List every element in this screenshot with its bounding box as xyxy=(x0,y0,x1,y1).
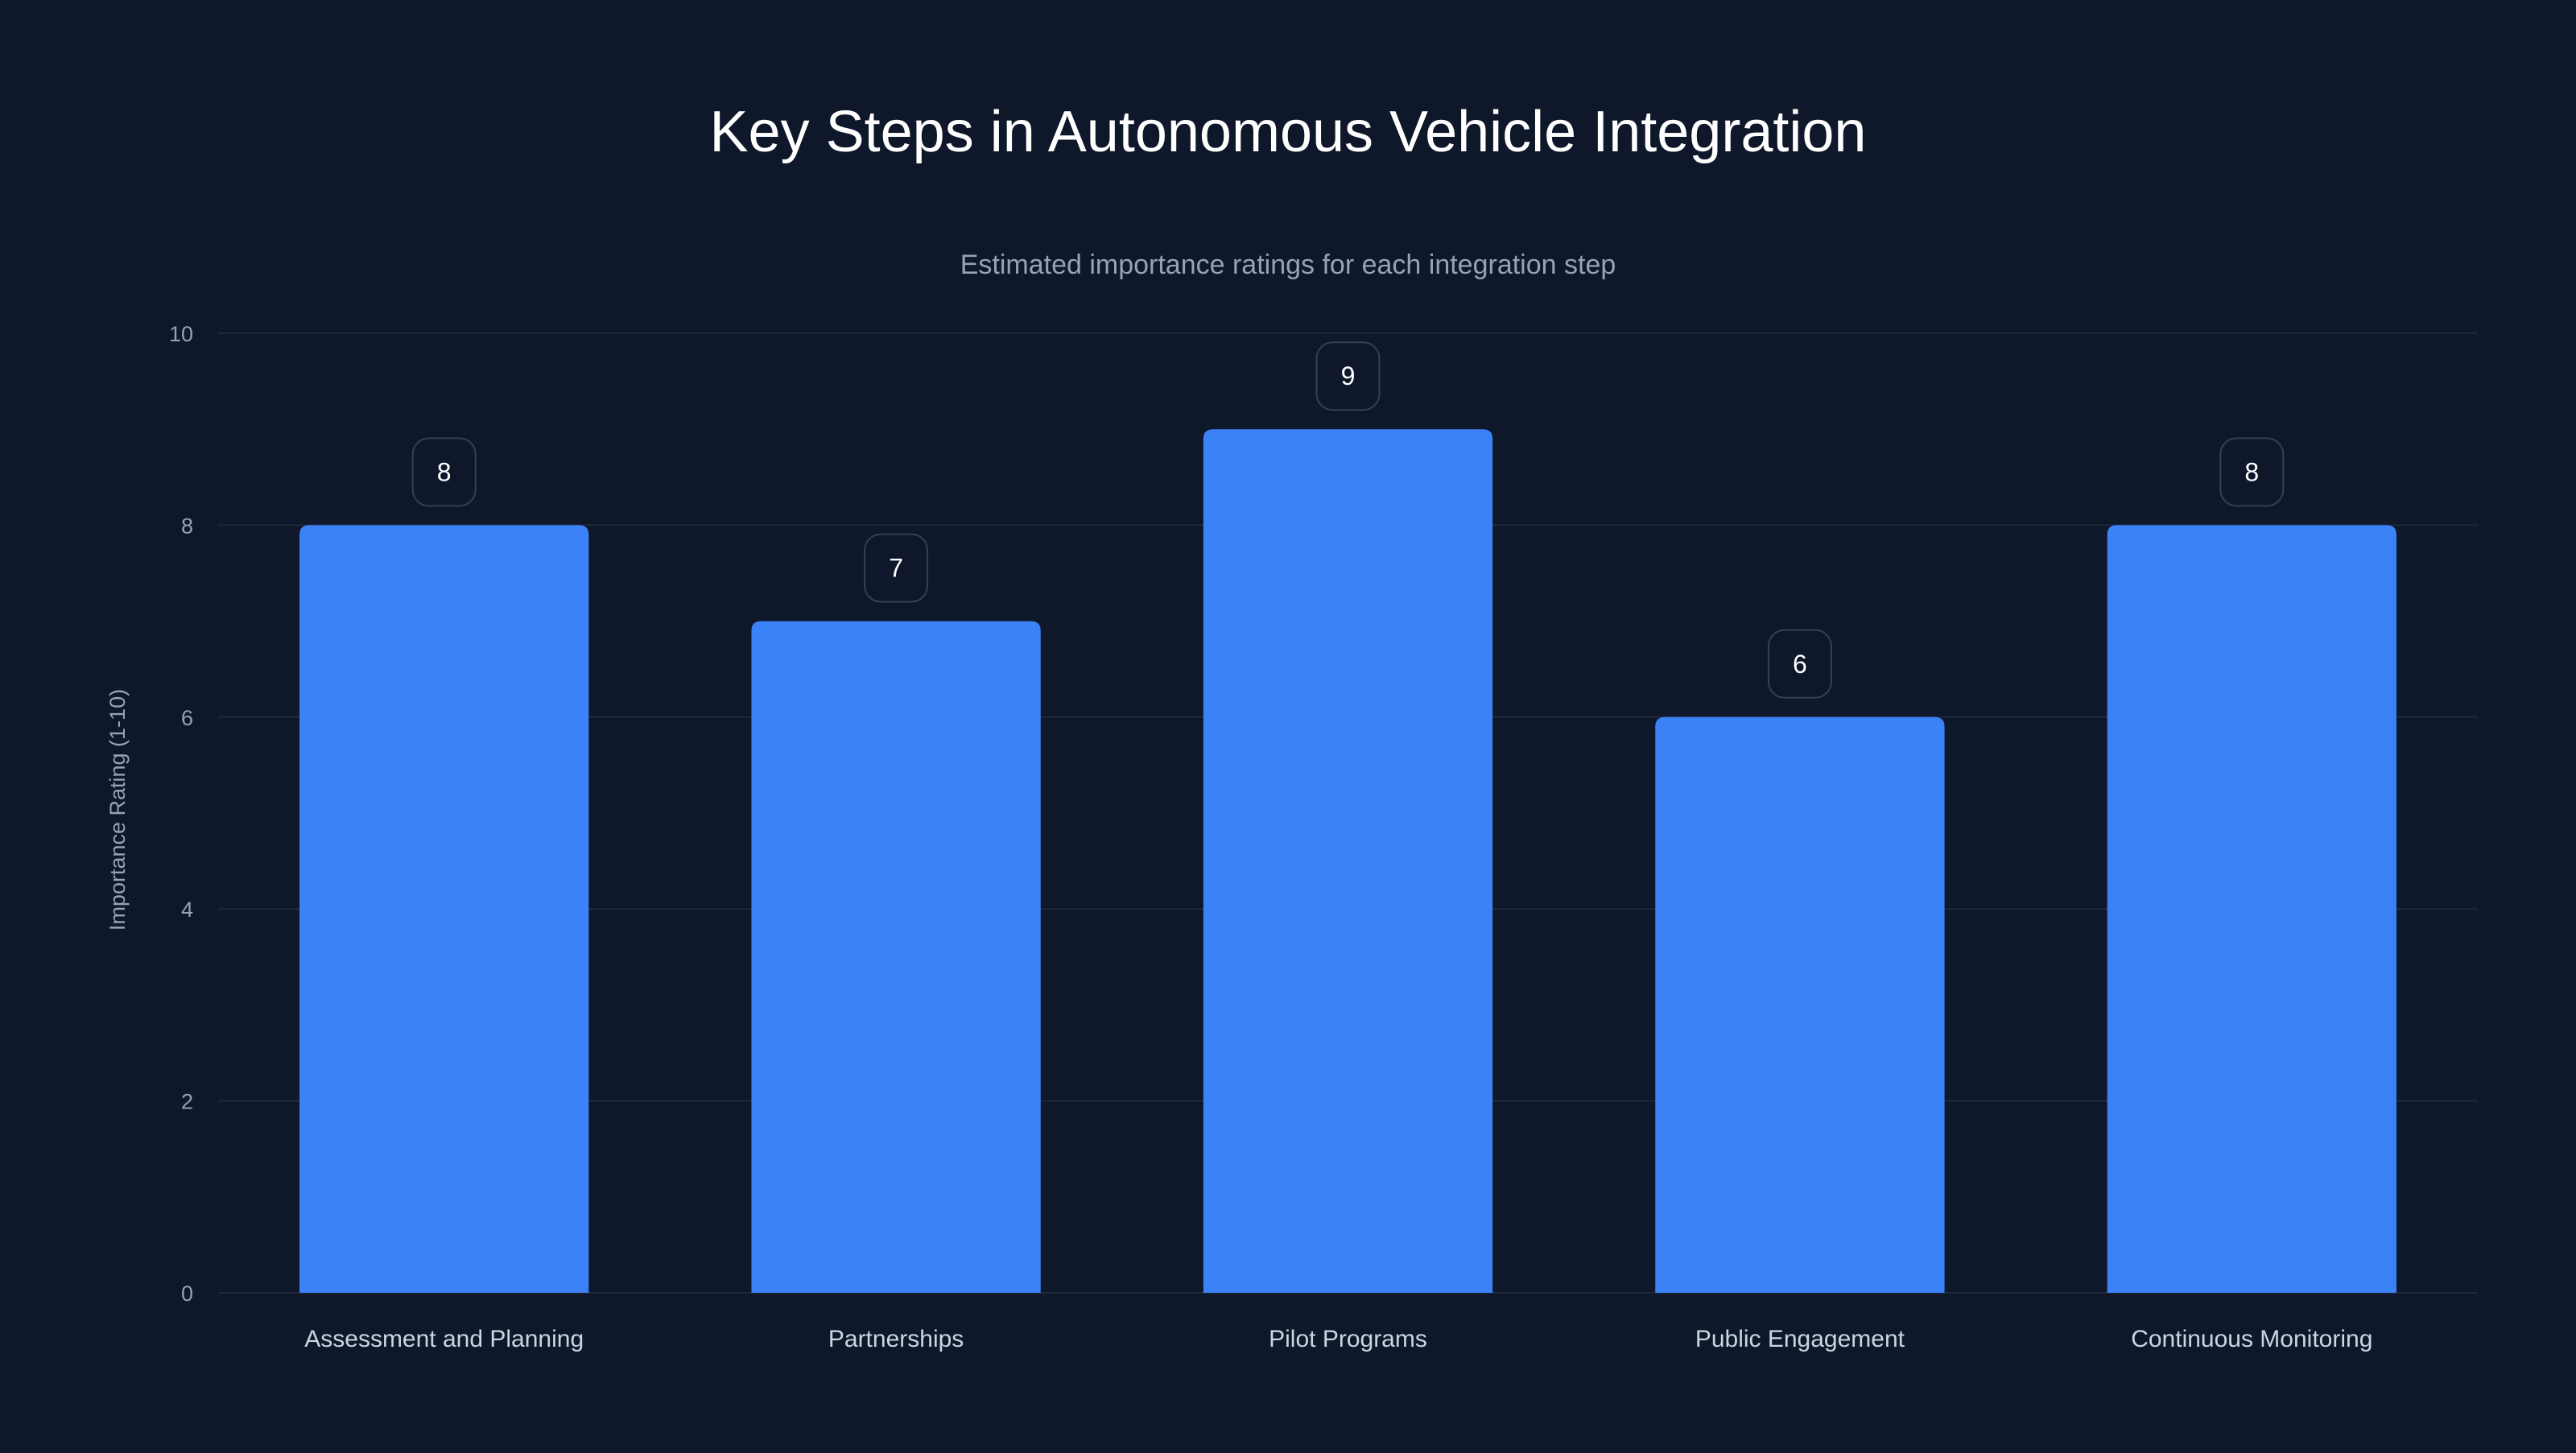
x-tick-label: Public Engagement xyxy=(1695,1326,1905,1352)
bar[interactable] xyxy=(299,525,589,1293)
y-tick-label: 10 xyxy=(169,322,193,346)
data-label: 7 xyxy=(889,554,903,583)
bar[interactable] xyxy=(2107,525,2396,1293)
y-tick-label: 4 xyxy=(181,898,193,922)
data-label-box xyxy=(864,533,929,603)
x-tick-label: Pilot Programs xyxy=(1269,1326,1427,1352)
x-tick-label: Partnerships xyxy=(828,1326,964,1352)
bar[interactable] xyxy=(1203,429,1493,1294)
data-label-box xyxy=(411,437,477,507)
data-label-box xyxy=(1315,341,1381,411)
bar[interactable] xyxy=(1655,716,1945,1293)
y-tick-label: 8 xyxy=(181,514,193,538)
y-tick-label: 6 xyxy=(181,706,193,730)
chart-subtitle: Estimated importance ratings for each in… xyxy=(960,250,1616,280)
data-label: 8 xyxy=(2244,457,2259,486)
data-label-box xyxy=(1767,629,1832,699)
y-axis-label: Importance Rating (1-10) xyxy=(105,689,130,931)
bar[interactable] xyxy=(751,621,1041,1293)
y-tick-label: 2 xyxy=(181,1090,193,1114)
x-tick-label: Assessment and Planning xyxy=(304,1326,584,1352)
data-label: 6 xyxy=(1793,650,1807,679)
chart-title: Key Steps in Autonomous Vehicle Integrat… xyxy=(710,100,1867,164)
y-tick-label: 0 xyxy=(181,1282,193,1306)
data-label-box xyxy=(2219,437,2285,507)
x-tick-label: Continuous Monitoring xyxy=(2131,1326,2372,1352)
data-label: 9 xyxy=(1341,361,1356,390)
data-label: 8 xyxy=(437,457,452,486)
